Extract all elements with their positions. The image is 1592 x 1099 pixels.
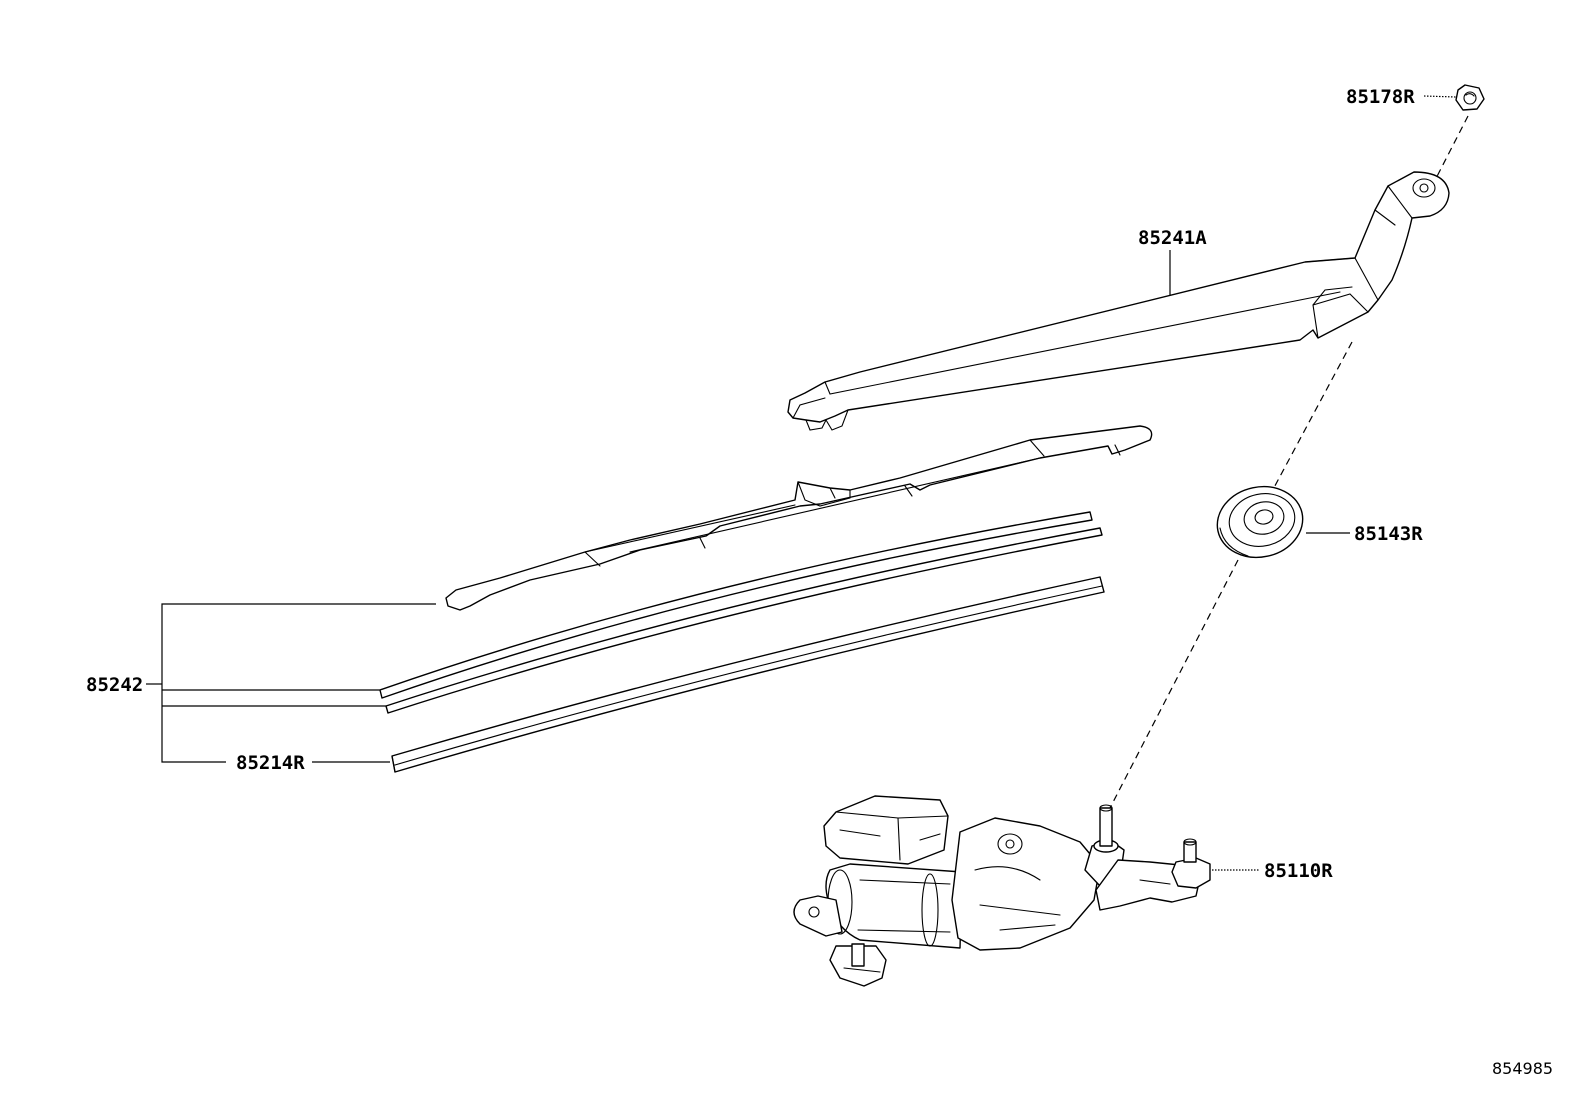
blade-assy-callout: 85242	[86, 674, 143, 696]
blade-strip-middle	[385, 527, 1103, 714]
blade-bracket	[146, 603, 436, 763]
nut-part	[1455, 84, 1485, 111]
cap-axis-line	[1109, 559, 1239, 809]
wiper-motor-part	[793, 795, 1211, 987]
blade-strip-upper	[379, 511, 1093, 699]
wiper-arm-part	[787, 171, 1450, 431]
nut-leader	[1423, 95, 1457, 98]
arm-axis-line	[1261, 341, 1353, 511]
diagram-id: 854985	[1492, 1059, 1553, 1078]
wiper-blade-part	[445, 425, 1153, 611]
nut-callout: 85178R	[1346, 86, 1415, 108]
motor-callout: 85110R	[1264, 860, 1333, 882]
cap-callout: 85143R	[1354, 523, 1423, 545]
nut-axis-line	[1429, 115, 1469, 191]
pivot-cap-part	[1216, 485, 1304, 559]
blade-rubber-callout: 85214R	[236, 752, 305, 774]
blade-rubber-part	[391, 576, 1105, 773]
arm-callout: 85241A	[1138, 227, 1207, 249]
